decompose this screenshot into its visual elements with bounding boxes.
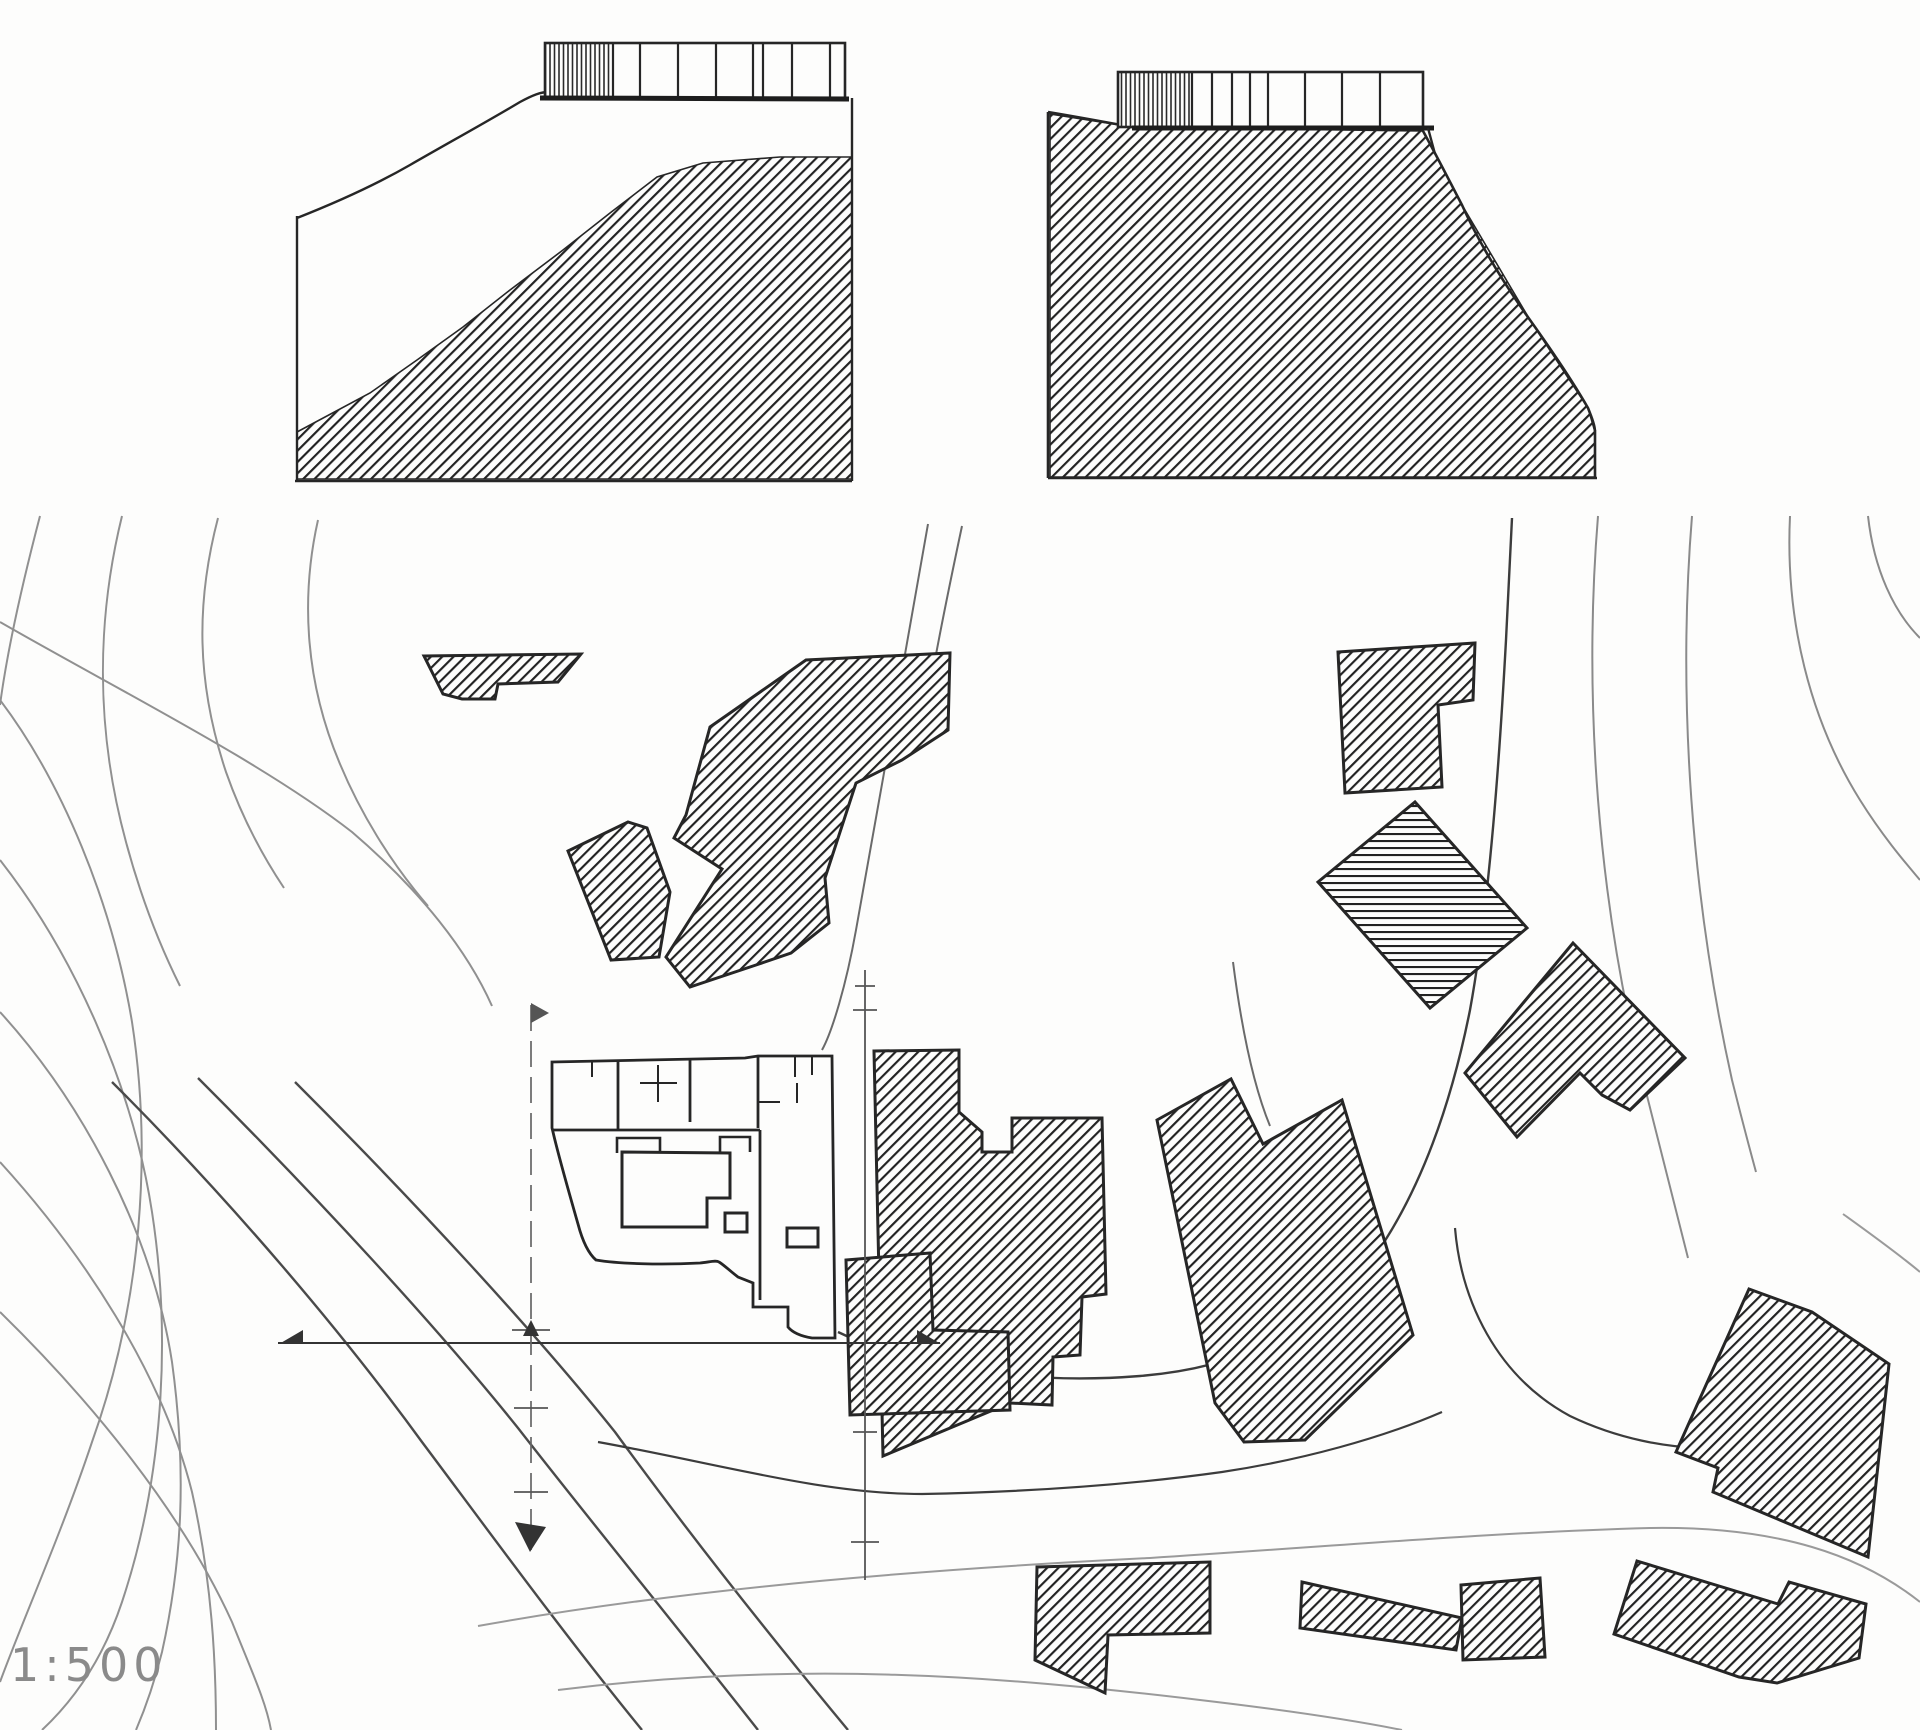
plan-courtyard [620, 1150, 732, 1229]
contour-upper-mid-2 [307, 519, 429, 907]
building-far-right [1673, 1287, 1891, 1560]
axis-arrow-right-icon [917, 1330, 941, 1344]
section-left-outline [295, 90, 854, 483]
building-center-east [1155, 1076, 1415, 1444]
building-bottom-bar [1298, 1580, 1464, 1652]
section-left-roof-base [539, 95, 850, 102]
contour-bottom-1 [477, 1526, 1920, 1627]
contour-left-4 [0, 1011, 182, 1730]
building-bottom-L [844, 1251, 1012, 1417]
building-top-large [664, 651, 952, 989]
axis-arrow-left-icon [279, 1330, 303, 1344]
contour-left-7 [101, 515, 181, 987]
contour-right-5 [1842, 1213, 1920, 1273]
contour-right-4 [1867, 515, 1920, 639]
building-right-mid [1315, 799, 1530, 1011]
plan-courtyard-bump-2 [718, 1135, 752, 1152]
section-left-ground [296, 156, 853, 480]
section-right-outline [1046, 110, 1597, 480]
contour-left-6 [0, 1311, 272, 1730]
section-left-roof-dividers [611, 43, 832, 98]
building-right-L [1463, 940, 1688, 1140]
footpath-top-3 [1232, 961, 1271, 1127]
road-line-3 [1453, 1227, 1701, 1450]
building-mid-left [566, 820, 672, 962]
contour-bottom-2 [557, 1672, 1403, 1730]
contour-left-2 [0, 699, 143, 1683]
plan-room-small [723, 1211, 749, 1234]
contour-dark-3 [294, 1081, 849, 1730]
section-right-roof-hook [1426, 127, 1437, 155]
contour-dark-2 [197, 1077, 759, 1730]
axis-flag-icon [531, 1003, 549, 1023]
axis-mid-arrow-icon [523, 1320, 539, 1336]
contour-left-1 [0, 515, 41, 706]
building-bottom-flag [1033, 1560, 1212, 1696]
footpath-top-1 [821, 523, 929, 1051]
contour-right-1 [1591, 515, 1689, 1259]
axis-end-arrow-icon [515, 1522, 546, 1552]
contour-left-3 [0, 859, 163, 1730]
plan-courtyard-bump-1 [615, 1136, 662, 1153]
building-sliver [421, 652, 585, 701]
section-right-roof-dividers [1190, 72, 1382, 127]
scale-label: 1:500 [10, 1638, 168, 1692]
plan-wing-rect [785, 1226, 820, 1249]
plan-plus-mark [640, 1065, 677, 1102]
contour-upper-mid-1 [0, 621, 493, 1007]
plan-wall-ticks [591, 1056, 813, 1103]
section-left-roof-stripes [545, 43, 613, 98]
section-right-roof-stripes [1118, 72, 1192, 127]
contour-dark-1 [111, 1081, 643, 1730]
contour-left-5 [0, 1161, 217, 1730]
building-bottom-square [1459, 1576, 1547, 1662]
contour-right-3 [1788, 515, 1920, 881]
road-line-1 [837, 517, 1514, 1380]
building-top-right [1336, 641, 1477, 795]
road-line-2 [597, 1410, 1443, 1496]
building-bottom-right [1612, 1559, 1868, 1685]
plan-outline [550, 1054, 837, 1340]
contour-right-2 [1685, 515, 1757, 1173]
axis-vertical-long-ticks [851, 985, 879, 1543]
contour-left-8 [201, 517, 285, 889]
